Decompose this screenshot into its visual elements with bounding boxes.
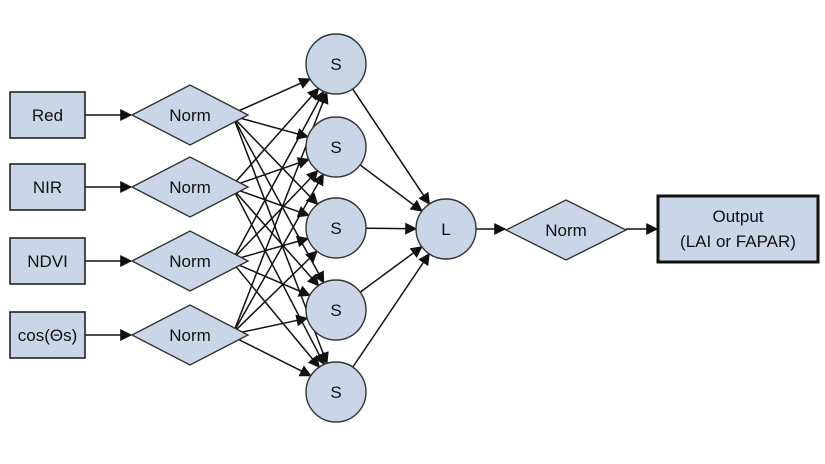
norm2-to-hidden5-arrow	[233, 190, 325, 366]
norm-node-1: Norm	[130, 84, 250, 146]
norm-node-3-label: Norm	[169, 252, 211, 271]
linear-node: L	[415, 198, 477, 260]
norm1-to-hidden3-arrow	[233, 117, 319, 206]
hidden4-to-linear-arrow	[359, 246, 423, 293]
norm3-to-hidden1-arrow	[233, 90, 325, 258]
norm3-to-hidden4-arrow	[233, 262, 311, 297]
output-box: Output (LAI or FAPAR)	[656, 194, 820, 264]
hidden-node-1-label: S	[330, 55, 341, 74]
norm-node-2: Norm	[130, 156, 250, 218]
input-nir: NIR	[9, 163, 86, 211]
norm-node-2-label: Norm	[169, 178, 211, 197]
hidden-node-3-label: S	[330, 219, 341, 238]
input-red-label: Red	[32, 106, 63, 125]
norm4-to-hidden4-arrow	[233, 314, 309, 335]
norm-node-4: Norm	[130, 304, 250, 366]
norm4-to-hidden5-arrow	[233, 336, 312, 377]
hidden-node-5-label: S	[330, 383, 341, 402]
input-cos-theta-label: cos(Θs)	[18, 326, 78, 345]
hidden2-to-linear-arrow	[359, 164, 423, 212]
hidden-node-4: S	[305, 279, 367, 341]
norm2-to-hidden4-arrow	[233, 189, 320, 287]
hidden-node-2: S	[305, 116, 367, 178]
norm2-to-hidden1-arrow	[233, 87, 320, 185]
output-norm-node: Norm	[504, 199, 628, 261]
input-ndvi: NDVI	[9, 237, 86, 285]
output-line1: Output	[712, 207, 763, 226]
connections	[85, 77, 659, 377]
hidden-node-2-label: S	[330, 138, 341, 157]
output-norm-node-label: Norm	[545, 221, 587, 240]
linear-node-label: L	[441, 220, 450, 239]
input-nir-label: NIR	[33, 178, 62, 197]
norm2-to-hidden2-arrow	[233, 157, 310, 187]
hidden5-to-linear-arrow	[352, 252, 430, 368]
hidden-node-5: S	[305, 361, 367, 423]
norm1-to-hidden2-arrow	[233, 115, 309, 140]
input-red: Red	[9, 91, 86, 139]
norm4-to-hidden2-arrow	[233, 173, 324, 332]
hidden-node-3: S	[305, 197, 367, 259]
norm-node-1-label: Norm	[169, 106, 211, 125]
input-ndvi-label: NDVI	[27, 252, 68, 271]
input-cos-theta: cos(Θs)	[9, 311, 86, 359]
norm3-to-hidden3-arrow	[233, 235, 310, 261]
norm3-to-hidden2-arrow	[233, 169, 319, 259]
norm3-to-hidden5-arrow	[233, 263, 321, 369]
norm-node-3: Norm	[130, 230, 250, 292]
norm1-to-hidden1-arrow	[233, 77, 312, 114]
hidden-node-1: S	[305, 33, 367, 95]
norm-node-4-label: Norm	[169, 326, 211, 345]
hidden-node-4-label: S	[330, 301, 341, 320]
norm2-to-hidden3-arrow	[233, 187, 310, 218]
output-line2: (LAI or FAPAR)	[680, 232, 796, 251]
norm4-to-hidden3-arrow	[233, 250, 318, 333]
hidden1-to-linear-arrow	[352, 88, 431, 206]
